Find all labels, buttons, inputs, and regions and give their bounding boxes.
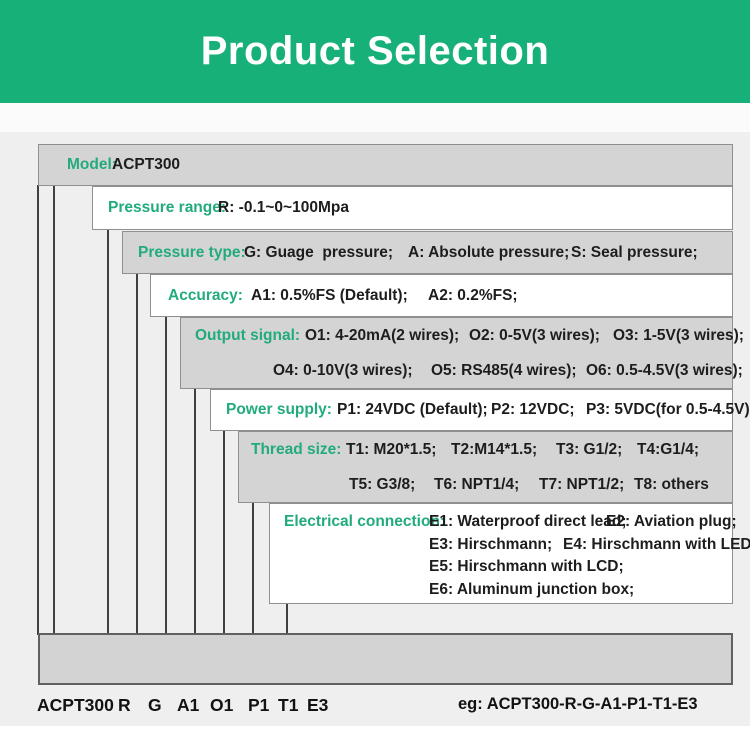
code-part-model: ACPT300	[37, 695, 114, 715]
row-label: Thread size:	[251, 440, 342, 458]
row-value: R: -0.1~0~100Mpa	[218, 199, 349, 216]
row-accuracy: Accuracy: A1: 0.5%FS (Default); A2: 0.2%…	[150, 274, 733, 317]
row-label: Pressure range:	[108, 199, 227, 216]
row-value: ACPT300	[112, 156, 181, 173]
row-value: E3: Hirschmann;	[429, 535, 553, 553]
row-value: E2: Aviation plug;	[606, 513, 737, 531]
code-part-pressure-type: G	[148, 695, 162, 715]
code-part-power-supply: P1	[248, 695, 270, 715]
row-value: T6: NPT1/4;	[434, 475, 520, 493]
code-part-pressure-range: R	[118, 695, 131, 715]
header-banner: Product Selection	[0, 0, 750, 103]
connector-line-accuracy	[165, 316, 167, 635]
row-value: P2: 12VDC;	[491, 401, 575, 418]
row-value: G: Guage pressure;	[244, 243, 394, 261]
header-underline-band	[0, 103, 750, 132]
row-power-supply: Power supply: P1: 24VDC (Default); P2: 1…	[210, 389, 750, 431]
code-part-output-signal: O1	[210, 695, 234, 715]
row-label: Output signal:	[195, 326, 301, 344]
row-label: Model:	[67, 156, 117, 173]
code-part-electrical-connection: E3	[307, 695, 329, 715]
row-value: T5: G3/8;	[349, 475, 416, 493]
row-thread-size: Thread size: T1: M20*1.5; T2:M14*1.5; T3…	[238, 431, 733, 503]
row-value: O4: 0-10V(3 wires);	[273, 361, 413, 379]
connector-line-pressure-range	[107, 229, 109, 635]
row-value: E5: Hirschmann with LCD;	[429, 558, 624, 576]
row-value: O6: 0.5-4.5V(3 wires);	[586, 361, 743, 379]
connector-line-model-left	[37, 185, 39, 635]
row-label: Pressure type:	[138, 243, 246, 261]
bottom-margin-band	[0, 726, 750, 739]
row-value: P3: 5VDC(for 0.5-4.5V);	[586, 401, 750, 418]
code-part-accuracy: A1	[177, 695, 200, 715]
row-value: T1: M20*1.5;	[346, 440, 437, 458]
row-pressure-type: Pressure type: G: Guage pressure; A: Abs…	[122, 231, 733, 274]
connector-line-model	[53, 185, 55, 635]
row-label: Power supply:	[226, 401, 332, 418]
row-electrical-connection: Electrical connection: E1: Waterproof di…	[269, 503, 750, 604]
row-value: O2: 0-5V(3 wires);	[469, 326, 600, 344]
row-value: T8: others	[634, 475, 709, 493]
row-value: O5: RS485(4 wires);	[431, 361, 577, 379]
row-value: E4: Hirschmann with LED;	[563, 535, 750, 553]
row-value: E1: Waterproof direct lead;	[429, 513, 627, 531]
connector-line-power-supply	[223, 430, 225, 635]
row-value: S: Seal pressure;	[571, 243, 698, 261]
code-part-thread-size: T1	[278, 695, 299, 715]
row-label: Electrical connection:	[284, 513, 446, 531]
row-value: A2: 0.2%FS;	[428, 286, 518, 304]
row-value: A1: 0.5%FS (Default);	[251, 286, 408, 304]
row-value: O1: 4-20mA(2 wires);	[305, 326, 460, 344]
row-output-signal: Output signal: O1: 4-20mA(2 wires); O2: …	[180, 317, 744, 389]
example-code: eg: ACPT300-R-G-A1-P1-T1-E3	[458, 695, 698, 713]
row-value: T7: NPT1/2;	[539, 475, 625, 493]
row-pressure-range: Pressure range: R: -0.1~0~100Mpa	[92, 186, 733, 230]
row-value: O3: 1-5V(3 wires);	[613, 326, 744, 344]
row-value: P1: 24VDC (Default);	[337, 401, 488, 418]
summary-bar	[38, 633, 733, 685]
connector-line-pressure-type	[136, 273, 138, 635]
row-label: Accuracy:	[168, 286, 243, 304]
row-value: T3: G1/2;	[556, 440, 623, 458]
page-title: Product Selection	[200, 29, 550, 73]
row-value: A: Absolute pressure;	[408, 243, 570, 261]
connector-line-electrical-connection	[286, 603, 288, 635]
row-value: T2:M14*1.5;	[451, 440, 538, 458]
row-value: T4:G1/4;	[637, 440, 700, 458]
connector-line-thread-size	[252, 502, 254, 635]
connector-line-output-signal	[194, 388, 196, 635]
row-model: Model: ACPT300	[38, 144, 733, 186]
row-value: E6: Aluminum junction box;	[429, 580, 635, 598]
